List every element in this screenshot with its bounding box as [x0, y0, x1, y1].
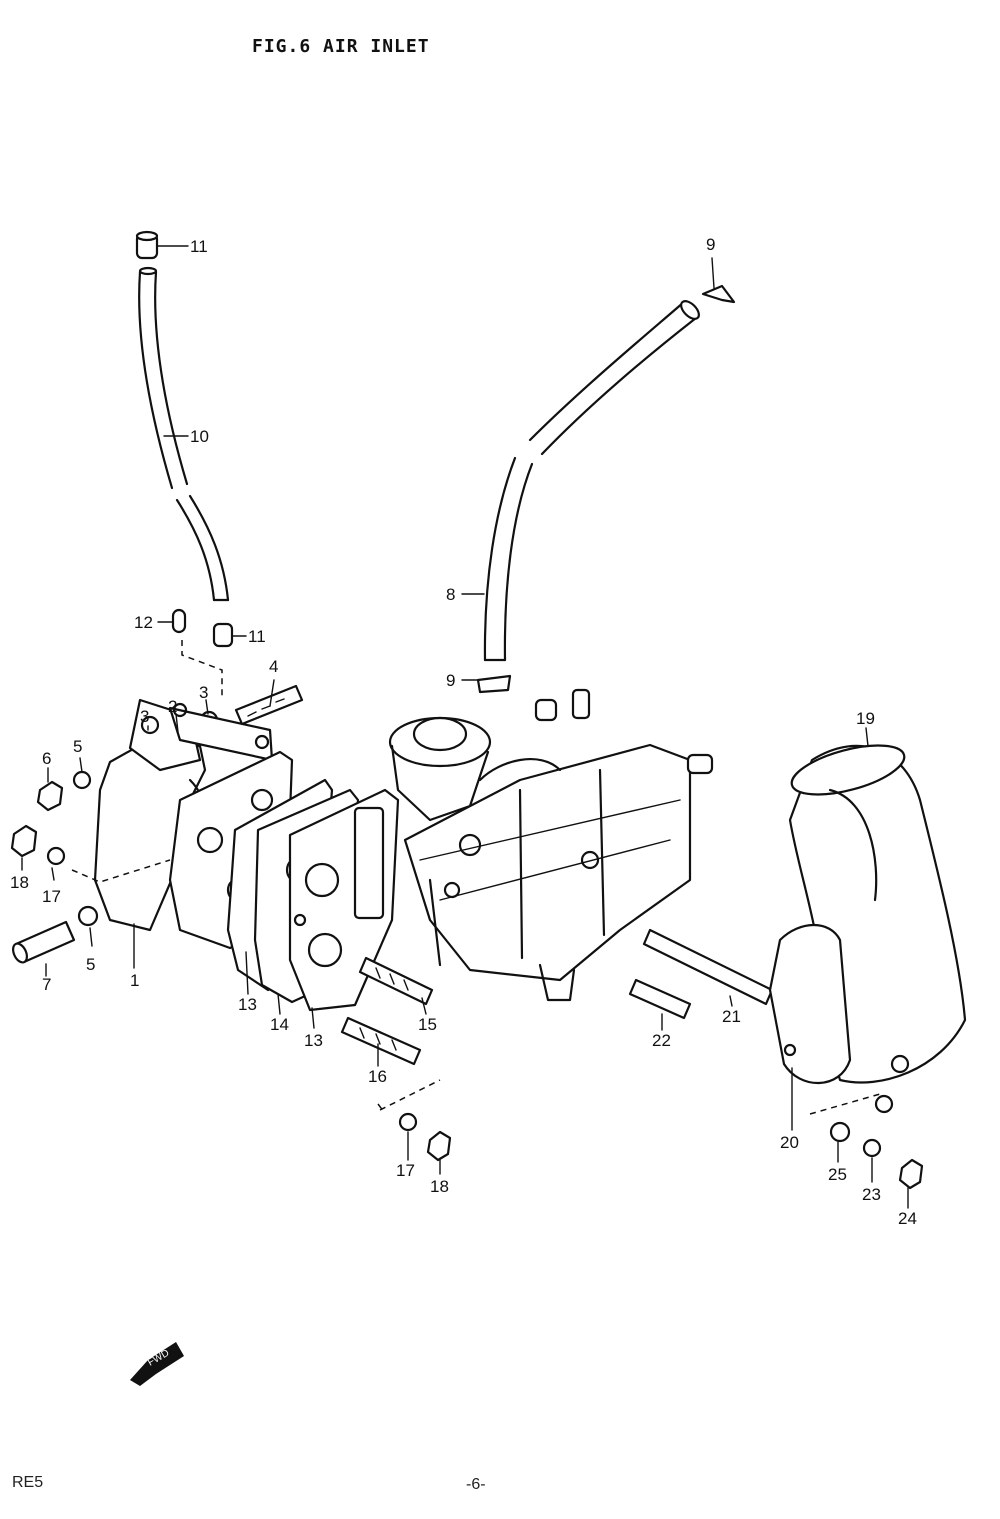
- part-label-3b: 3: [199, 683, 208, 702]
- part-label-12: 12: [134, 613, 153, 632]
- part-label-8: 8: [446, 585, 455, 604]
- part-label-17a: 17: [42, 887, 61, 906]
- model-code: RE5: [12, 1474, 44, 1491]
- part-label-23: 23: [862, 1185, 881, 1204]
- part-number-labels: 1 2 3 3 4 5 5 6 7 8 9 9 10 11 11 12 13 1…: [10, 235, 917, 1228]
- part-label-24: 24: [898, 1209, 917, 1228]
- leader-lines: [21, 245, 909, 1209]
- part-label-21: 21: [722, 1007, 741, 1026]
- silencer-case: [768, 744, 967, 1114]
- carburetor-body: [388, 688, 714, 1002]
- part-label-19: 19: [856, 709, 875, 728]
- part-label-4: 4: [269, 657, 278, 676]
- part-label-1: 1: [130, 971, 139, 990]
- part-label-25: 25: [828, 1165, 847, 1184]
- fwd-arrow: FWD: [130, 1342, 184, 1386]
- part-label-7: 7: [42, 975, 51, 994]
- page-number: -6-: [466, 1476, 486, 1493]
- breather-hose-left: [135, 230, 234, 700]
- part-label-13b: 13: [304, 1031, 323, 1050]
- gaskets-and-spacer: [168, 750, 400, 1012]
- studs: [12, 684, 774, 1066]
- part-label-6: 6: [42, 749, 51, 768]
- part-label-3a: 3: [140, 707, 149, 726]
- part-label-17b: 17: [396, 1161, 415, 1180]
- part-label-2: 2: [168, 697, 177, 716]
- part-label-18b: 18: [430, 1177, 449, 1196]
- part-label-20: 20: [780, 1133, 799, 1152]
- part-label-15: 15: [418, 1015, 437, 1034]
- part-label-14: 14: [270, 1015, 289, 1034]
- breather-hose-right: [476, 284, 736, 694]
- part-label-22: 22: [652, 1031, 671, 1050]
- part-label-11b: 11: [248, 627, 266, 646]
- part-label-11a: 11: [190, 237, 208, 256]
- fasteners: [10, 770, 924, 1190]
- figure-title: FIG.6 AIR INLET: [252, 36, 430, 57]
- intake-manifold: [93, 698, 274, 932]
- part-label-5a: 5: [73, 737, 82, 756]
- part-label-9a: 9: [706, 235, 715, 254]
- part-label-16: 16: [368, 1067, 387, 1086]
- part-label-18a: 18: [10, 873, 29, 892]
- part-label-13a: 13: [238, 995, 257, 1014]
- part-label-9b: 9: [446, 671, 455, 690]
- part-label-5b: 5: [86, 955, 95, 974]
- part-label-10: 10: [190, 427, 209, 446]
